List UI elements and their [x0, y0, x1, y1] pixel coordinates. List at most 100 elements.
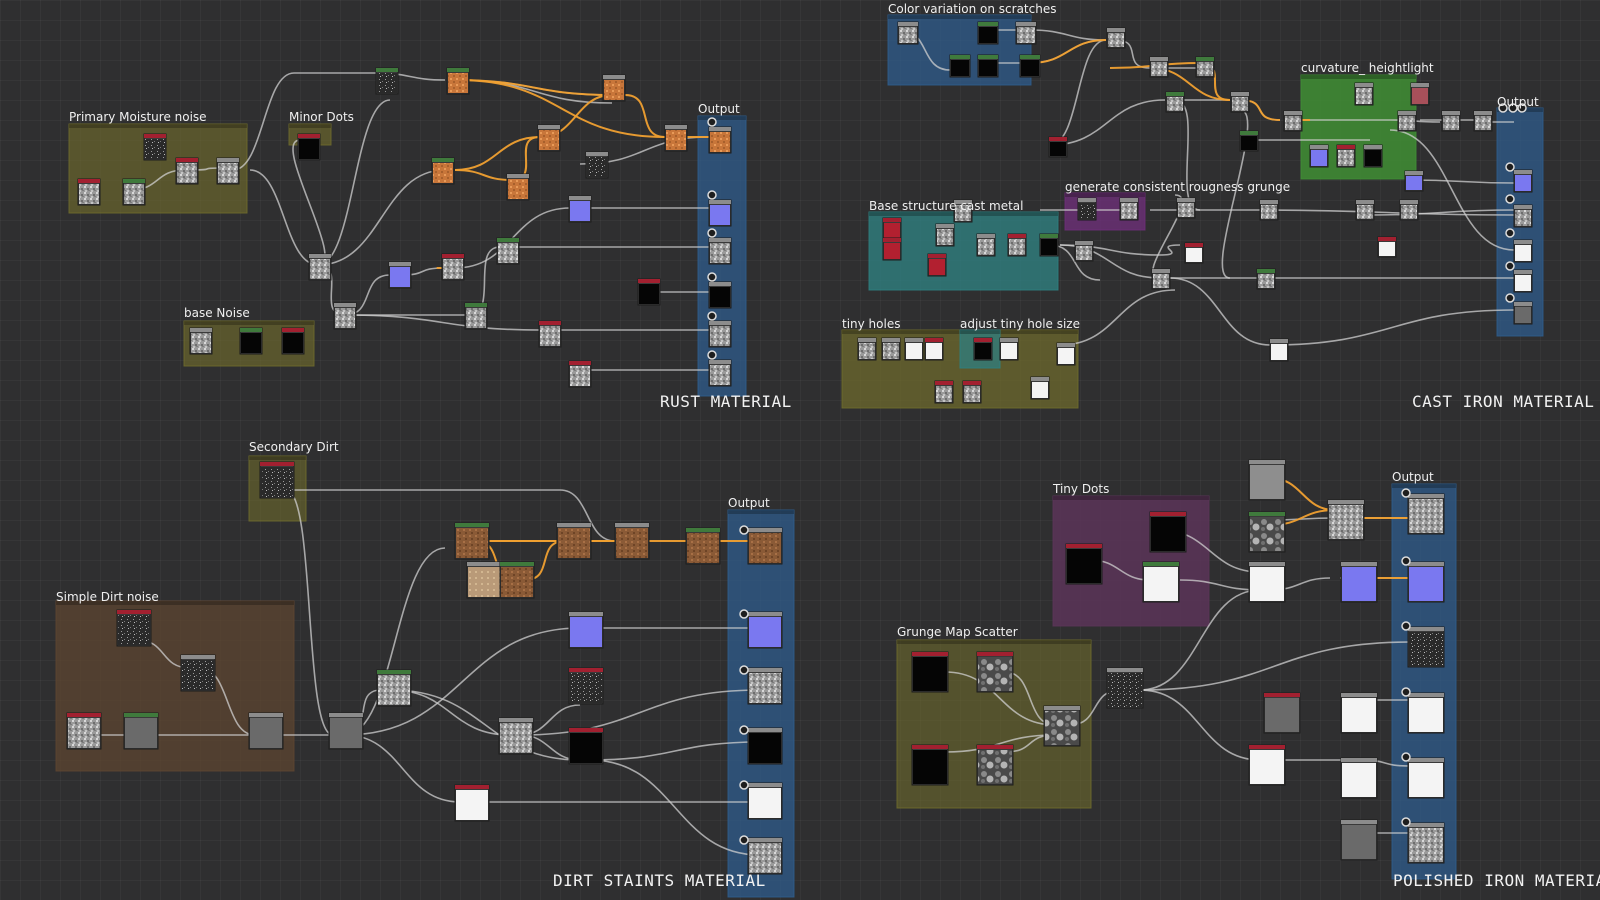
graph-node[interactable]: [116, 609, 152, 647]
output-port-icon[interactable]: [707, 350, 717, 360]
graph-node[interactable]: [1056, 342, 1076, 366]
graph-node[interactable]: [1309, 144, 1329, 168]
graph-node[interactable]: [882, 217, 902, 241]
graph-node[interactable]: [1149, 511, 1187, 553]
graph-node[interactable]: [614, 522, 650, 560]
graph-node[interactable]: [1007, 233, 1027, 257]
graph-node[interactable]: [1106, 27, 1126, 49]
graph-node[interactable]: [999, 337, 1019, 361]
output-port-icon[interactable]: [1505, 293, 1515, 303]
graph-node[interactable]: [1340, 819, 1378, 861]
graph-node[interactable]: [1513, 301, 1533, 325]
graph-node[interactable]: [281, 327, 305, 355]
graph-node[interactable]: [976, 651, 1014, 693]
graph-node[interactable]: [602, 74, 626, 102]
graph-node[interactable]: [1513, 204, 1533, 228]
graph-node[interactable]: [637, 278, 661, 306]
graph-node[interactable]: [924, 337, 944, 361]
graph-node[interactable]: [556, 522, 592, 560]
output-port-icon[interactable]: [739, 725, 749, 735]
graph-node[interactable]: [1407, 561, 1445, 603]
output-port-icon[interactable]: [707, 272, 717, 282]
graph-node[interactable]: [1248, 744, 1286, 786]
graph-node[interactable]: [1473, 110, 1493, 132]
output-port-icon[interactable]: [739, 665, 749, 675]
graph-node[interactable]: [1176, 197, 1196, 219]
output-port-icon[interactable]: [739, 835, 749, 845]
graph-node[interactable]: [882, 237, 902, 261]
graph-node[interactable]: [537, 124, 561, 152]
graph-node[interactable]: [1327, 499, 1365, 541]
graph-node[interactable]: [664, 124, 688, 152]
graph-node[interactable]: [1259, 199, 1279, 221]
graph-node[interactable]: [708, 126, 732, 154]
graph-node[interactable]: [1340, 757, 1378, 799]
graph-node[interactable]: [1142, 561, 1180, 603]
graph-node[interactable]: [1336, 144, 1356, 168]
output-port-icon[interactable]: [1401, 752, 1411, 762]
graph-node[interactable]: [1065, 543, 1103, 585]
graph-node[interactable]: [498, 717, 534, 755]
graph-node[interactable]: [1077, 197, 1097, 221]
output-port-icon[interactable]: [1401, 817, 1411, 827]
graph-node[interactable]: [239, 327, 263, 355]
graph-node[interactable]: [708, 359, 732, 387]
graph-node[interactable]: [708, 320, 732, 348]
graph-node[interactable]: [1248, 561, 1286, 603]
graph-node[interactable]: [388, 261, 412, 289]
graph-node[interactable]: [973, 337, 993, 361]
output-port-icon[interactable]: [739, 609, 749, 619]
graph-node[interactable]: [911, 651, 949, 693]
graph-node[interactable]: [1239, 130, 1259, 152]
graph-node[interactable]: [1030, 376, 1050, 400]
graph-node[interactable]: [122, 178, 146, 206]
graph-node[interactable]: [333, 302, 357, 330]
output-port-icon[interactable]: [707, 311, 717, 321]
graph-node[interactable]: [259, 461, 295, 499]
graph-node[interactable]: [1410, 82, 1430, 106]
graph-node[interactable]: [1184, 242, 1204, 264]
graph-node[interactable]: [1165, 91, 1185, 113]
graph-node[interactable]: [66, 712, 102, 750]
graph-node[interactable]: [747, 527, 783, 565]
output-port-icon[interactable]: [1505, 228, 1515, 238]
graph-node[interactable]: [953, 199, 973, 223]
graph-node[interactable]: [976, 233, 996, 257]
graph-node[interactable]: [708, 237, 732, 265]
graph-node[interactable]: [376, 669, 412, 707]
graph-node[interactable]: [962, 380, 982, 404]
output-port-icon[interactable]: [1401, 621, 1411, 631]
graph-node[interactable]: [1248, 511, 1286, 553]
graph-node[interactable]: [881, 337, 901, 361]
graph-node[interactable]: [747, 611, 783, 649]
graph-node[interactable]: [927, 253, 947, 277]
graph-node[interactable]: [216, 157, 240, 185]
graph-node[interactable]: [466, 561, 502, 599]
output-port-icon[interactable]: [739, 525, 749, 535]
graph-node[interactable]: [585, 151, 609, 179]
output-port-icon[interactable]: [739, 780, 749, 790]
graph-node[interactable]: [1399, 199, 1419, 221]
graph-node[interactable]: [1397, 110, 1417, 132]
graph-node[interactable]: [935, 223, 955, 247]
output-port-icon[interactable]: [707, 190, 717, 200]
graph-node[interactable]: [248, 712, 284, 750]
graph-node[interactable]: [904, 337, 924, 361]
graph-node[interactable]: [77, 178, 101, 206]
graph-node[interactable]: [431, 157, 455, 185]
graph-node[interactable]: [1269, 338, 1289, 362]
graph-node[interactable]: [1363, 144, 1383, 168]
graph-node[interactable]: [568, 667, 604, 705]
graph-node[interactable]: [496, 237, 520, 265]
graph-node[interactable]: [1256, 268, 1276, 290]
graph-node[interactable]: [1043, 705, 1081, 747]
graph-node[interactable]: [175, 157, 199, 185]
graph-node[interactable]: [1149, 56, 1169, 78]
graph-node[interactable]: [897, 21, 919, 45]
graph-node[interactable]: [1230, 91, 1250, 113]
output-port-icon[interactable]: [1401, 687, 1411, 697]
graph-node[interactable]: [747, 727, 783, 765]
graph-node[interactable]: [1248, 459, 1286, 501]
graph-node[interactable]: [1513, 239, 1533, 263]
